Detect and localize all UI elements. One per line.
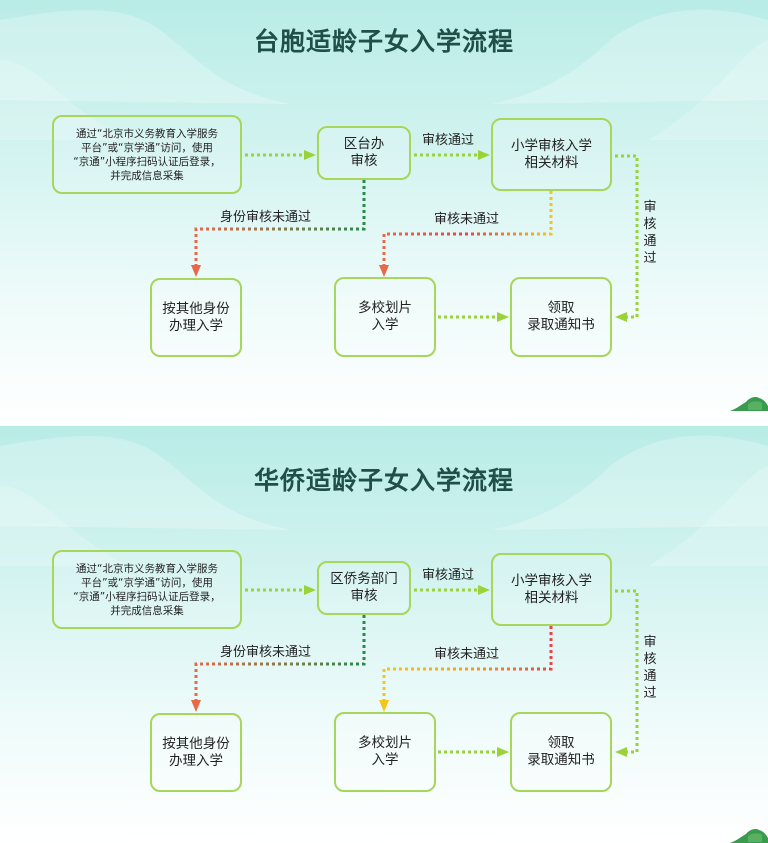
receive-notice-box: 领取 录取通知书 xyxy=(510,277,612,357)
arrow-multi-to-notice xyxy=(438,747,509,757)
connector-lines xyxy=(191,150,639,322)
arrow-school-approved xyxy=(615,154,639,322)
info-collection-text: 通过“北京市义务教育入学服务 平台”或“京学通”访问，使用 “京通”小程序扫码认… xyxy=(73,562,221,617)
arrow-identity-failed xyxy=(191,615,366,712)
arrow-identity-failed xyxy=(191,180,366,277)
label-identity-failed: 身份审核未通过 xyxy=(220,210,312,225)
receive-notice-box: 领取 录取通知书 xyxy=(510,712,612,792)
receive-notice-text: 领取 录取通知书 xyxy=(527,735,595,768)
label-approved: 审核通过 xyxy=(422,568,475,583)
label-approved-vertical: 审 核 通 过 xyxy=(643,635,657,701)
page-title: 华侨适龄子女入学流程 xyxy=(253,466,514,495)
school-review-text: 小学审核入学 相关材料 xyxy=(511,572,592,606)
label-review-failed: 审核未通过 xyxy=(434,647,500,662)
arrow-review-failed xyxy=(379,191,553,277)
cloud-decoration xyxy=(0,9,768,140)
arrow-review-to-school xyxy=(414,150,490,160)
arrow-school-approved xyxy=(615,589,639,757)
other-identity-text: 按其他身份 办理入学 xyxy=(162,300,230,334)
flowchart-panel-taiwan: 台胞适龄子女入学流程 xyxy=(0,0,768,426)
page-title: 台胞适龄子女入学流程 xyxy=(253,27,514,56)
multi-school-box: 多校划片 入学 xyxy=(334,277,436,357)
multi-school-text: 多校划片 入学 xyxy=(358,735,412,768)
flowchart-panel-overseas-chinese: 华侨适龄子女入学流程 xyxy=(0,426,768,843)
school-review-text: 小学审核入学 相关材料 xyxy=(511,137,592,171)
hill-icon xyxy=(730,397,768,411)
label-review-failed: 审核未通过 xyxy=(434,212,500,227)
review-office-text: 区侨务部门 审核 xyxy=(330,571,398,604)
info-collection-box: 通过“北京市义务教育入学服务 平台”或“京学通”访问，使用 “京通”小程序扫码认… xyxy=(52,550,242,629)
arrow-info-to-review xyxy=(245,150,316,160)
review-office-box: 区台办 审核 xyxy=(317,126,411,180)
arrow-info-to-review xyxy=(245,585,316,595)
cloud-decoration xyxy=(0,435,768,566)
other-identity-box: 按其他身份 办理入学 xyxy=(150,713,242,792)
connector-lines xyxy=(191,585,639,757)
arrow-review-failed xyxy=(379,626,553,712)
multi-school-box: 多校划片 入学 xyxy=(334,712,436,792)
school-review-box: 小学审核入学 相关材料 xyxy=(491,118,612,191)
hill-icon xyxy=(730,829,768,843)
review-office-text: 区台办 审核 xyxy=(343,136,385,169)
info-collection-text: 通过“北京市义务教育入学服务 平台”或“京学通”访问，使用 “京通”小程序扫码认… xyxy=(73,127,221,182)
multi-school-text: 多校划片 入学 xyxy=(358,300,412,333)
label-approved: 审核通过 xyxy=(422,133,475,148)
school-review-box: 小学审核入学 相关材料 xyxy=(491,553,612,626)
review-office-box: 区侨务部门 审核 xyxy=(317,561,411,615)
other-identity-box: 按其他身份 办理入学 xyxy=(150,278,242,357)
arrow-review-to-school xyxy=(414,585,490,595)
label-approved-vertical: 审 核 通 过 xyxy=(643,200,657,266)
receive-notice-text: 领取 录取通知书 xyxy=(527,300,595,333)
info-collection-box: 通过“北京市义务教育入学服务 平台”或“京学通”访问，使用 “京通”小程序扫码认… xyxy=(52,115,242,194)
other-identity-text: 按其他身份 办理入学 xyxy=(162,735,230,769)
arrow-multi-to-notice xyxy=(438,312,509,322)
label-identity-failed: 身份审核未通过 xyxy=(220,645,312,660)
